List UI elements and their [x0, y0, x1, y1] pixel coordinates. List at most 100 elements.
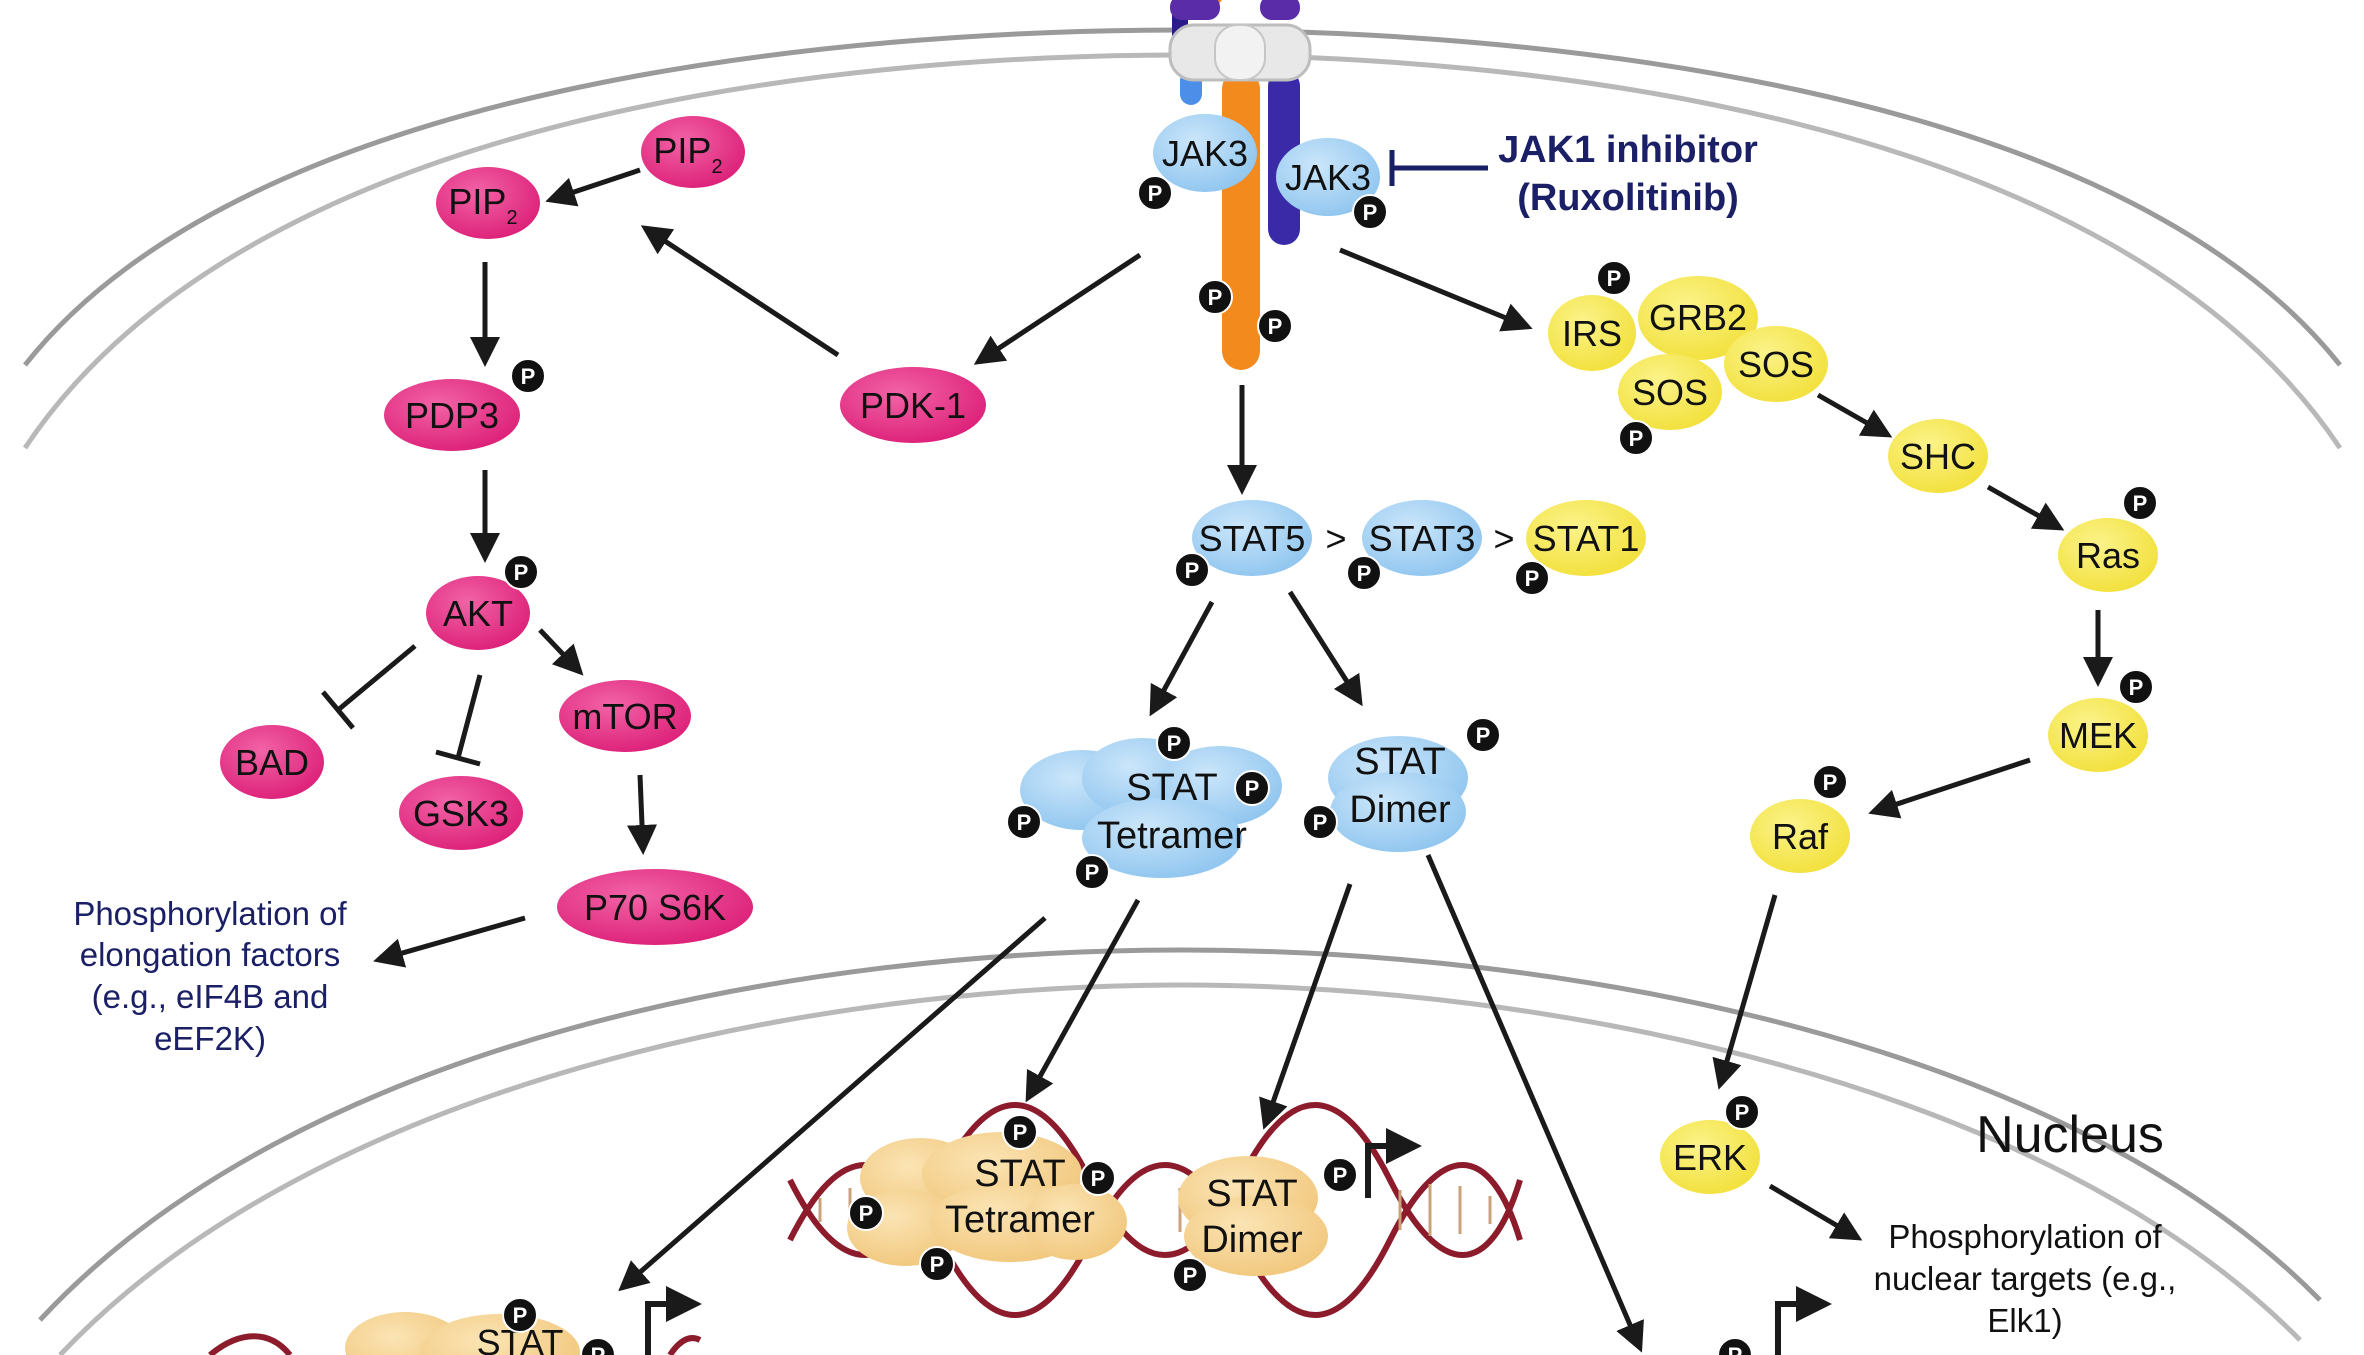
phosphate-label: P — [2133, 491, 2148, 516]
transcription-start-arrow-left — [645, 1286, 702, 1355]
phosphate-label: P — [2129, 675, 2144, 700]
lower-left-gene: STAT — [208, 1286, 702, 1355]
phosphate-marker: P — [1080, 1160, 1116, 1196]
phosphate-marker: P — [1724, 1094, 1760, 1130]
svg-text:PIP2: PIP2 — [448, 181, 517, 229]
phosphate-marker: P — [1596, 260, 1632, 296]
phosphate-marker: P — [848, 1195, 884, 1231]
phosphate-marker: P — [1302, 804, 1338, 840]
phosphate-marker: P — [2122, 485, 2158, 521]
p70s6k-node: P70 S6K — [557, 869, 753, 945]
mapk-pathway: IRS GRB2 SOS SOS SHC Ras MEK Raf — [1548, 276, 2158, 1241]
phosphate-marker: P — [1618, 420, 1654, 456]
phosphate-marker: P — [1322, 1157, 1358, 1193]
nuclear-note-1: Phosphorylation of — [1888, 1218, 2162, 1255]
erk-node: ERK — [1660, 1120, 1760, 1194]
arrow-tetramer-to-lower-gene — [618, 916, 1047, 1292]
phosphate-label: P — [1183, 1263, 1198, 1288]
jak-inhibitor: JAK1 inhibitor (Ruxolitinib) — [1389, 129, 1758, 219]
arrow-stat-to-dimer — [1287, 590, 1363, 707]
stat-dimer-cytoplasm: STAT Dimer — [1328, 736, 1468, 852]
inhibit-akt-gsk3 — [435, 674, 483, 767]
stat3-node: STAT3 — [1362, 500, 1482, 576]
phosphate-marker: P — [1006, 804, 1042, 840]
phosphate-label: P — [1268, 314, 1283, 339]
arrow-receptor-to-irs — [1339, 247, 1533, 332]
nucleus-dimer-label-2: Dimer — [1201, 1219, 1303, 1261]
phosphate-marker: P — [1074, 854, 1110, 890]
phosphate-label: P — [1313, 810, 1328, 835]
shc-node: SHC — [1888, 419, 1988, 493]
sos-lower-label: SOS — [1632, 372, 1708, 413]
phosphate-label: P — [1333, 1163, 1348, 1188]
dimer-label-1: STAT — [1354, 741, 1445, 783]
mtor-node: mTOR — [559, 680, 691, 752]
phosphate-label: P — [1167, 731, 1182, 756]
ras-label: Ras — [2076, 535, 2140, 576]
transcription-start-arrow-main — [1365, 1128, 1422, 1198]
phosphate-marker: P — [1002, 1114, 1038, 1150]
phosphate-marker: P — [510, 358, 546, 394]
phosphate-label: P — [1013, 1120, 1028, 1145]
pip2-left-label: PIP — [448, 181, 506, 222]
phosphate-marker: P — [1717, 1337, 1753, 1355]
phosphate-marker: P — [1137, 175, 1173, 211]
jak3-right-node: JAK3 — [1276, 138, 1380, 216]
arrow-akt-to-mtor — [538, 628, 584, 676]
raf-label: Raf — [1772, 816, 1829, 857]
gsk3-label: GSK3 — [413, 793, 509, 834]
mtor-label: mTOR — [572, 696, 677, 737]
arrow-mek-to-raf — [1868, 757, 2031, 819]
phosphate-label: P — [1476, 723, 1491, 748]
arrow-p70s6k-to-elongation — [373, 915, 526, 968]
grb2-node: GRB2 — [1638, 276, 1758, 360]
erk-label: ERK — [1673, 1137, 1747, 1178]
bad-label: BAD — [235, 742, 309, 783]
phosphate-label: P — [1735, 1100, 1750, 1125]
phosphate-label: P — [1357, 561, 1372, 586]
stat1-node: STAT1 — [1526, 500, 1646, 576]
svg-text:PIP2: PIP2 — [653, 130, 722, 178]
stat-tetramer-nucleus: STAT Tetramer — [847, 1132, 1127, 1266]
nuclear-note-2: nuclear targets (e.g., — [1874, 1260, 2177, 1297]
grb2-label: GRB2 — [1649, 297, 1747, 338]
arrow-raf-to-erk — [1712, 894, 1778, 1090]
stat-dimer-nucleus: STAT Dimer — [1178, 1156, 1328, 1276]
arrow-tetramer-to-nucleus — [1025, 898, 1141, 1103]
phosphate-marker: P — [580, 1337, 616, 1355]
phosphate-marker: P — [1234, 770, 1270, 806]
phosphate-marker: P — [502, 1297, 538, 1333]
pdk1-label: PDK-1 — [860, 385, 966, 426]
receptor-chain-orange — [1222, 70, 1260, 370]
mek-label: MEK — [2059, 715, 2137, 756]
lower-right-gene — [1775, 1286, 1832, 1355]
pi3k-akt-pathway: PIP2 PIP2 PDP3 PDK-1 AKT mTOR BAD GSK3 — [220, 116, 986, 968]
phosphate-label: P — [1629, 426, 1644, 451]
tetramer-label-1: STAT — [1126, 767, 1217, 809]
gsk3-node: GSK3 — [399, 776, 523, 850]
stat-pathway: STAT5 > STAT3 > STAT1 STAT Tetramer STAT… — [618, 500, 1646, 1353]
phosphate-label: P — [1148, 181, 1163, 206]
inhibitor-name: JAK1 inhibitor — [1498, 129, 1758, 171]
phosphate-label: P — [1728, 1343, 1743, 1355]
transcription-start-arrow-right — [1775, 1286, 1832, 1355]
stat-tetramer-cytoplasm: STAT Tetramer — [1020, 738, 1282, 878]
phosphate-label: P — [1525, 566, 1540, 591]
nuclear-envelope — [38, 947, 2322, 1355]
phosphate-label: P — [514, 560, 529, 585]
jak3-left-node: JAK3 — [1153, 114, 1257, 192]
phosphate-marker: P — [919, 1246, 955, 1282]
irs-label: IRS — [1562, 313, 1622, 354]
phosphate-label: P — [521, 364, 536, 389]
pip2-top-node: PIP2 — [641, 116, 745, 188]
phosphate-label: P — [1607, 266, 1622, 291]
jak3-right-label: JAK3 — [1285, 157, 1371, 198]
phosphate-marker: P — [1156, 725, 1192, 761]
jak3-left-label: JAK3 — [1162, 133, 1248, 174]
p70s6k-label: P70 S6K — [584, 887, 726, 928]
arrow-dimer-to-nucleus — [1259, 883, 1353, 1130]
phosphate-marker: P — [1197, 279, 1233, 315]
phosphate-label: P — [1823, 770, 1838, 795]
